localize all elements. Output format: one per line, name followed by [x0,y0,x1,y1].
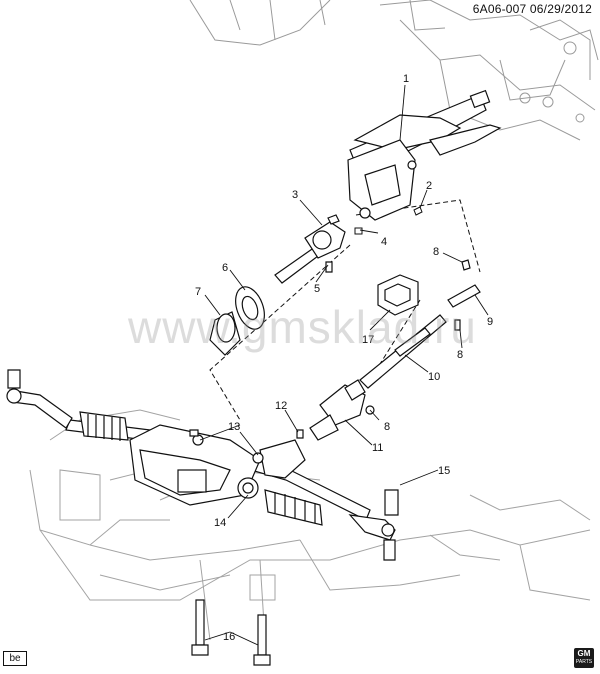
gm-logo-text: GM [577,649,591,658]
callout-8-middle: 8 [457,349,463,361]
intermediate-shaft [274,214,346,284]
diagram-code-date: 6A06-007 06/29/2012 [472,2,592,16]
callout-5: 5 [314,283,320,295]
steering-gear [65,411,371,526]
tie-rods [6,369,399,561]
steering-column [347,89,502,221]
callout-17: 17 [362,334,374,346]
subframe-background [29,409,591,641]
gm-logo-sub: PARTS [575,659,593,665]
callout-8-lower: 8 [384,421,390,433]
callout-3: 3 [292,189,298,201]
leader-lines [199,84,489,646]
callout-2: 2 [426,180,432,192]
lower-shaft [296,314,447,441]
corner-tag: be [3,651,27,666]
mounting-bracket [377,274,419,316]
callout-9: 9 [487,316,493,328]
callout-6: 6 [222,262,228,274]
callout-12: 12 [275,400,287,412]
gm-logo: GM PARTS [574,648,594,668]
callout-4: 4 [381,236,387,248]
body-structure-background [189,0,599,141]
callout-8-upper: 8 [433,246,439,258]
callout-10: 10 [428,371,440,383]
callout-7: 7 [195,286,201,298]
callout-labels: 1 2 3 4 5 6 7 8 8 8 9 10 11 12 13 14 15 … [195,73,493,643]
steering-seal [209,286,265,356]
callout-13: 13 [228,421,240,433]
callout-1: 1 [403,73,409,85]
column-bolts [354,206,423,235]
callout-11: 11 [372,442,383,454]
shaft-sleeve [447,259,481,331]
callout-14: 14 [214,517,226,529]
callout-16: 16 [223,631,235,643]
callout-15: 15 [438,465,450,477]
mounting-bolts [191,599,271,666]
